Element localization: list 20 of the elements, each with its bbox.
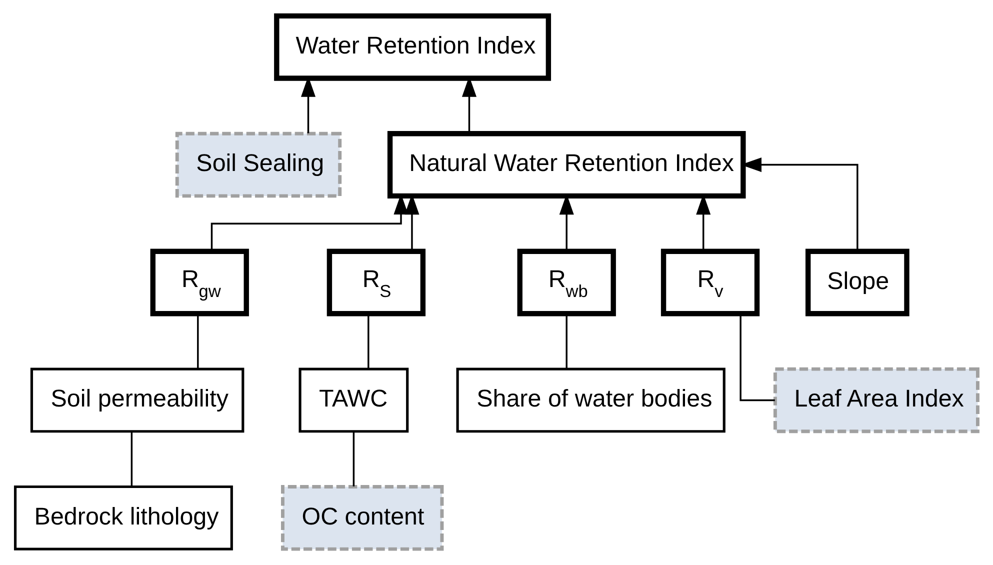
node-box: Natural Water Retention Index xyxy=(387,131,746,199)
connector xyxy=(130,432,133,486)
node-box: Water Retention Index xyxy=(274,13,552,81)
node-box: R$_{wb}$ xyxy=(517,248,616,316)
node-box: R$_{v}$ xyxy=(660,248,760,316)
node-box: Leaf Area Index xyxy=(773,367,980,434)
connector xyxy=(740,314,775,402)
node-box: R$_{gw}$ xyxy=(150,248,249,316)
node-box: Soil permeability xyxy=(30,368,244,433)
connector xyxy=(197,314,199,369)
node-box: TAWC xyxy=(298,368,409,433)
connector xyxy=(352,432,355,486)
node-box: Share of water bodies xyxy=(456,368,726,433)
node-box: R$_{S}$ xyxy=(326,248,426,316)
node-box: Slope xyxy=(805,248,910,316)
connector xyxy=(368,314,370,369)
connector xyxy=(566,314,568,369)
node-box: OC content xyxy=(281,485,444,551)
node-box: Bedrock lithology xyxy=(14,485,233,550)
node-box: Soil Sealing xyxy=(175,132,342,198)
